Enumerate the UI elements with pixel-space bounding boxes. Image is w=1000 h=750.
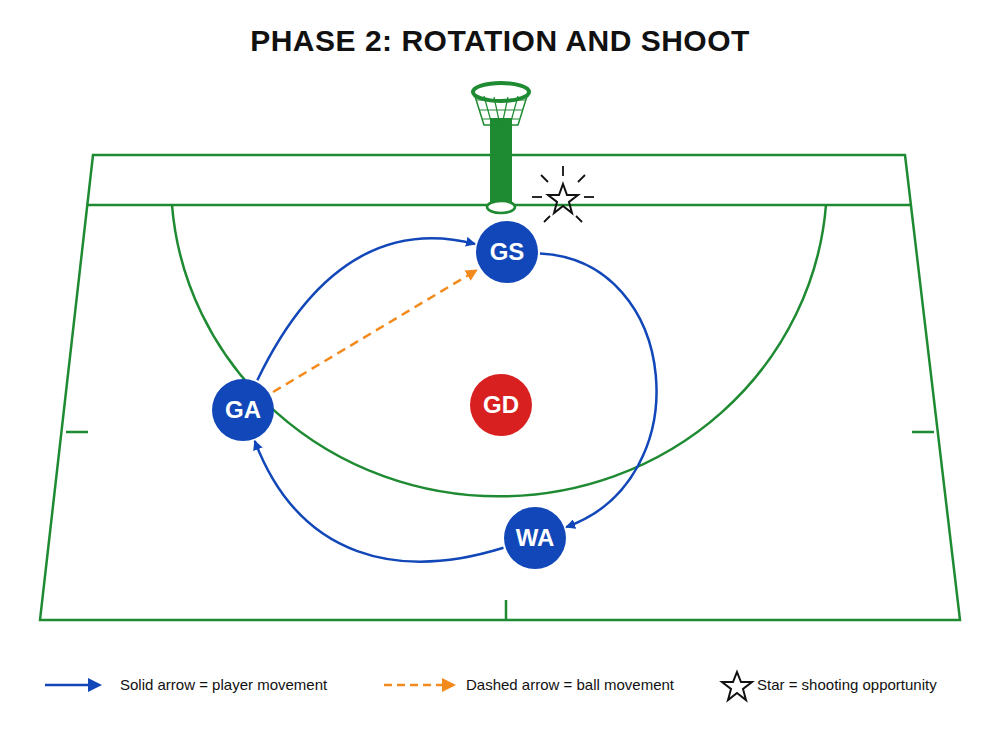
player-circle: GA	[212, 379, 274, 441]
shooting-star	[532, 166, 594, 222]
player-movement-arrow	[540, 254, 657, 528]
player-circle: WA	[504, 507, 566, 569]
player-movement-arrow	[257, 238, 475, 380]
legend-samples	[45, 672, 752, 700]
player-movement-arrow	[255, 441, 504, 562]
centre-mark	[912, 431, 934, 434]
legend-text: Solid arrow = player movement	[120, 676, 327, 693]
position-label: GA	[225, 396, 261, 424]
diagram-title: PHASE 2: ROTATION AND SHOOT	[0, 24, 1000, 58]
position-label: GD	[483, 391, 519, 419]
goal-post	[473, 83, 529, 213]
centre-mark	[66, 431, 88, 434]
centre-mark	[505, 600, 508, 620]
legend-text: Dashed arrow = ball movement	[466, 676, 674, 693]
legend-text: Star = shooting opportunity	[757, 676, 937, 693]
position-label: GS	[490, 238, 525, 266]
shooting-circle	[172, 205, 826, 496]
court-outline	[40, 155, 960, 620]
player-circle: GS	[476, 221, 538, 283]
player-circle: GD	[470, 374, 532, 436]
ball-movement-arrow	[273, 270, 477, 392]
position-label: WA	[516, 524, 555, 552]
